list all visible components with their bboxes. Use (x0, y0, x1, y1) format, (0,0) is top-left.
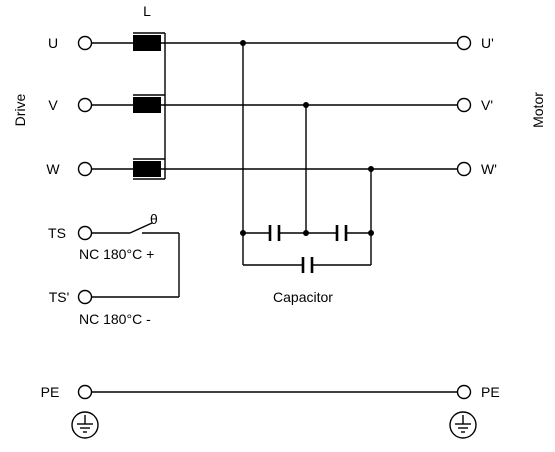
junction-u (240, 40, 246, 46)
phase-w-prime-label: W' (481, 161, 497, 177)
pe-left-label: PE (41, 384, 60, 400)
inductor-coil-w (133, 161, 161, 177)
ts-label: TS (48, 225, 66, 241)
ts-prime-label: TS' (49, 289, 70, 305)
terminal-v-in (77, 97, 93, 113)
capacitor-label: Capacitor (273, 289, 333, 305)
ground-icon-right (449, 411, 477, 439)
phase-u-label: U (48, 35, 58, 51)
terminal-u-out (456, 35, 472, 51)
phase-w-label: W (46, 161, 60, 177)
terminal-v-out (456, 97, 472, 113)
junction-cap-mid (303, 230, 309, 236)
junction-w (368, 166, 374, 172)
capacitor-network: Capacitor (240, 40, 374, 305)
terminal-w-out (456, 161, 472, 177)
terminal-pe-left (77, 384, 93, 400)
thermal-symbol: θ (150, 211, 158, 227)
phase-v-prime-label: V' (481, 97, 493, 113)
junction-v (303, 102, 309, 108)
pe-right-label: PE (481, 384, 500, 400)
inductor-coil-u (133, 35, 161, 51)
switch-blade (129, 222, 153, 234)
inductor-label: L (143, 3, 151, 19)
terminal-w-in (77, 161, 93, 177)
phase-line-w: W W' (46, 161, 497, 177)
thermal-switch: TS θ NC 180°C + TS' NC 180°C - (48, 211, 180, 327)
terminal-ts (77, 225, 93, 241)
three-phase-inductor (133, 32, 166, 180)
junction-cap-right (368, 230, 374, 236)
ts-note-positive: NC 180°C + (79, 246, 154, 262)
junction-cap-left (240, 230, 246, 236)
terminal-pe-right (456, 384, 472, 400)
motor-side-label: Motor (530, 92, 546, 128)
terminal-ts-prime (77, 289, 93, 305)
terminal-u-in (77, 35, 93, 51)
protective-earth: PE PE (41, 384, 500, 439)
ts-note-negative: NC 180°C - (79, 311, 151, 327)
phase-u-prime-label: U' (481, 35, 494, 51)
inductor-coil-v (133, 97, 161, 113)
phase-line-v: V V' (48, 97, 493, 113)
ground-icon-left (71, 411, 99, 439)
phase-line-u: U U' (48, 35, 494, 51)
phase-v-label: V (48, 97, 58, 113)
drive-side-label: Drive (12, 93, 28, 126)
